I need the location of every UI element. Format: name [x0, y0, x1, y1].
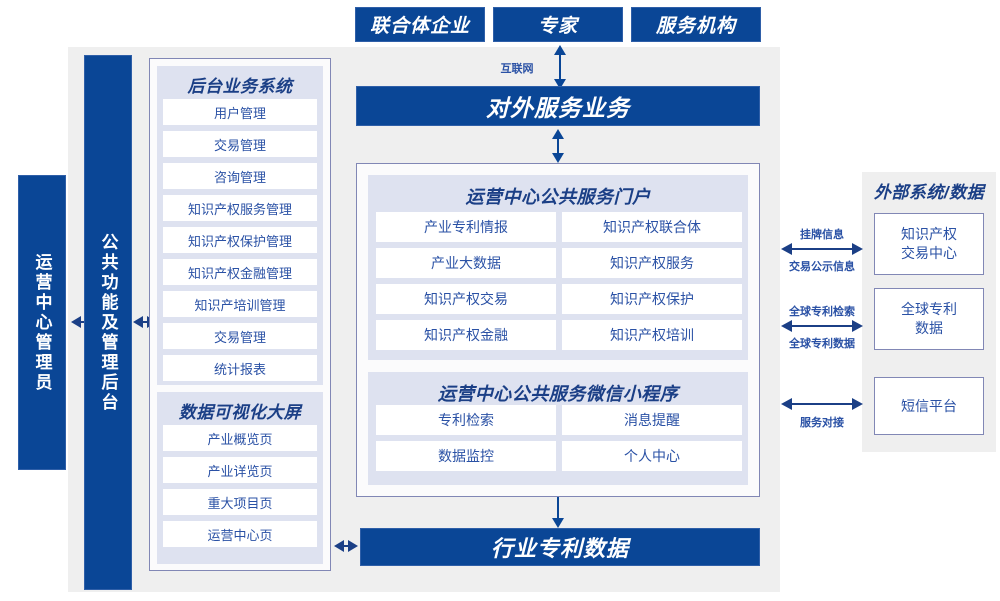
backend-item-ip-finance-management[interactable]: 知识产权金融管理	[163, 259, 317, 285]
connector-label-listing-info: 挂牌信息	[800, 229, 844, 241]
external-box-line1: 知识产权	[901, 226, 957, 243]
portal-item-label: 产业大数据	[431, 255, 501, 271]
portal-item-label: 知识产权保护	[610, 291, 694, 307]
service-to-portal-arrow-icon	[549, 128, 567, 164]
data-visualization-title: 数据可视化大屏	[178, 403, 302, 422]
miniprogram-item-label: 数据监控	[438, 448, 494, 464]
portal-item-label: 知识产权服务	[610, 255, 694, 271]
center-to-patent-data-arrow-icon	[549, 497, 567, 529]
top-box-label: 专家	[537, 16, 578, 37]
miniprogram-item-label: 专利检索	[438, 412, 494, 428]
external-service-business-label: 对外服务业务	[486, 95, 630, 121]
backend-item-statistical-report[interactable]: 统计报表	[163, 355, 317, 381]
external-box-sms-platform[interactable]: 短信平台	[874, 377, 984, 435]
portal-item-label: 知识产权金融	[424, 327, 508, 343]
top-box-expert[interactable]: 专家	[493, 7, 623, 42]
portal-item-label: 知识产权联合体	[603, 219, 701, 235]
backend-item-label: 知识产培训管理	[194, 297, 286, 313]
dataviz-item-major-projects[interactable]: 重大项目页	[163, 489, 317, 515]
dataviz-item-industry-overview[interactable]: 产业概览页	[163, 425, 317, 451]
wechat-miniprogram-title: 运营中心公共服务微信小程序	[437, 384, 679, 404]
sidebar-public-function-backend[interactable]: 公共功能及管理后台	[84, 55, 132, 590]
external-box-line2: 数据	[915, 320, 943, 336]
portal-item-ip-protection[interactable]: 知识产权保护	[562, 284, 742, 314]
miniprogram-item-personal-center[interactable]: 个人中心	[562, 441, 742, 471]
industry-patent-data-label: 行业专利数据	[490, 536, 629, 561]
dataviz-item-label: 重大项目页	[207, 495, 273, 511]
portal-item-label: 知识产权培训	[610, 327, 694, 343]
portal-item-industry-big-data[interactable]: 产业大数据	[376, 248, 556, 278]
external-systems-title: 外部系统/数据	[873, 183, 985, 202]
connector-label-transaction-public-info: 交易公示信息	[789, 261, 855, 273]
backend-item-label: 用户管理	[213, 105, 266, 121]
backend-item-user-management[interactable]: 用户管理	[163, 99, 317, 125]
portal-item-ip-transaction[interactable]: 知识产权交易	[376, 284, 556, 314]
miniprogram-item-message-alert[interactable]: 消息提醒	[562, 405, 742, 435]
backend-item-label: 知识产权服务管理	[187, 201, 292, 217]
connector-label-global-patent-data: 全球专利数据	[789, 338, 855, 350]
external-connector-arrow-2-icon	[780, 318, 864, 334]
external-service-business-bar[interactable]: 对外服务业务	[356, 86, 760, 126]
dataviz-item-label: 产业详览页	[207, 463, 273, 479]
dataviz-item-industry-detail[interactable]: 产业详览页	[163, 457, 317, 483]
portal-item-industry-patent-intelligence[interactable]: 产业专利情报	[376, 212, 556, 242]
external-box-line2: 交易中心	[901, 245, 957, 261]
miniprogram-item-data-monitoring[interactable]: 数据监控	[376, 441, 556, 471]
public-service-portal-title: 运营中心公共服务门户	[465, 187, 651, 207]
external-connector-arrow-1-icon	[780, 241, 864, 257]
external-box-ip-trading-center[interactable]: 知识产权 交易中心	[874, 213, 984, 275]
backend-item-label: 知识产权保护管理	[187, 233, 292, 249]
top-box-consortium-enterprise[interactable]: 联合体企业	[355, 7, 485, 42]
connector-label-global-patent-search: 全球专利检索	[789, 306, 855, 318]
internet-label: 互联网	[500, 63, 534, 75]
sidebar-operations-center-admin[interactable]: 运营中心管理员	[18, 175, 66, 470]
backend-item-label: 统计报表	[213, 361, 266, 377]
backend-item-transaction-management-2[interactable]: 交易管理	[163, 323, 317, 349]
internet-arrow-icon	[551, 43, 569, 91]
top-box-label: 联合体企业	[369, 16, 470, 37]
backend-item-label: 知识产权金融管理	[187, 265, 292, 281]
backend-item-label: 咨询管理	[213, 169, 266, 185]
dataviz-item-operations-center[interactable]: 运营中心页	[163, 521, 317, 547]
top-box-service-organization[interactable]: 服务机构	[631, 7, 761, 42]
operations-center-admin-label: 运营中心管理员	[32, 252, 52, 393]
backend-business-system-title: 后台业务系统	[187, 77, 293, 96]
portal-item-ip-finance[interactable]: 知识产权金融	[376, 320, 556, 350]
backend-item-ip-protection-management[interactable]: 知识产权保护管理	[163, 227, 317, 253]
dataviz-item-label: 运营中心页	[207, 527, 273, 543]
backend-item-ip-service-management[interactable]: 知识产权服务管理	[163, 195, 317, 221]
backend-item-label: 交易管理	[213, 137, 266, 153]
external-connector-arrow-3-icon	[780, 396, 864, 412]
backend-item-label: 交易管理	[213, 329, 266, 345]
portal-item-ip-consortium[interactable]: 知识产权联合体	[562, 212, 742, 242]
miniprogram-item-label: 个人中心	[624, 448, 680, 464]
external-box-line1: 全球专利	[901, 301, 957, 318]
top-box-label: 服务机构	[655, 16, 736, 37]
dataviz-item-label: 产业概览页	[207, 431, 273, 447]
portal-item-label: 产业专利情报	[424, 219, 508, 235]
industry-patent-data-bar[interactable]: 行业专利数据	[360, 528, 760, 566]
public-function-backend-label: 公共功能及管理后台	[98, 232, 118, 413]
connector-label-service-integration: 服务对接	[800, 417, 844, 429]
external-box-line1: 短信平台	[901, 397, 957, 414]
miniprogram-item-label: 消息提醒	[624, 412, 680, 428]
portal-item-ip-training[interactable]: 知识产权培训	[562, 320, 742, 350]
external-box-global-patent-data[interactable]: 全球专利 数据	[874, 288, 984, 350]
backend-item-ip-training-management[interactable]: 知识产培训管理	[163, 291, 317, 317]
miniprogram-item-patent-search[interactable]: 专利检索	[376, 405, 556, 435]
backend-item-transaction-management[interactable]: 交易管理	[163, 131, 317, 157]
backend-item-consultation-management[interactable]: 咨询管理	[163, 163, 317, 189]
portal-item-label: 知识产权交易	[424, 291, 508, 307]
portal-item-ip-service[interactable]: 知识产权服务	[562, 248, 742, 278]
backend-to-patent-data-arrow-icon	[333, 537, 359, 555]
